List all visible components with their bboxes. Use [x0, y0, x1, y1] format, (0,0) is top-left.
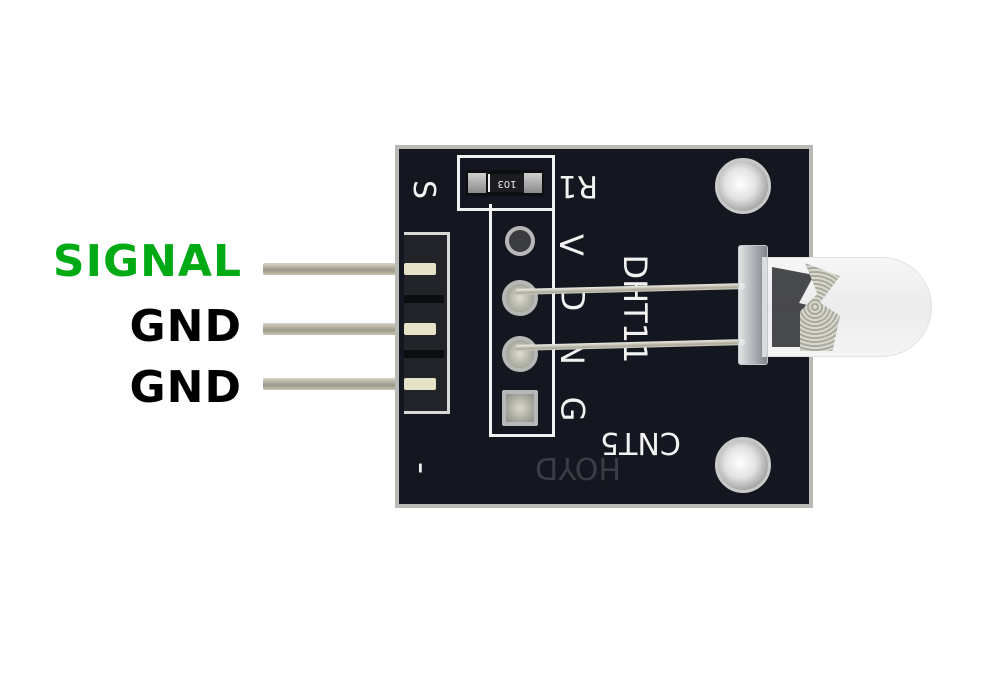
brand-emboss: HOYD	[535, 450, 621, 485]
resistor-terminal	[468, 173, 486, 193]
resistor-code: 103	[488, 174, 526, 192]
signal-pin-label: SIGNAL	[52, 236, 242, 287]
resistor-terminal	[524, 173, 542, 193]
silk-pin-v: V	[551, 234, 590, 256]
smd-resistor: 103	[466, 170, 544, 196]
gnd-pin-stub-2	[404, 378, 436, 390]
pad-d	[502, 280, 538, 316]
mounting-hole-top	[715, 158, 771, 214]
mounting-hole-bottom	[715, 437, 771, 493]
pad-v	[505, 226, 535, 256]
gnd-pin-label-2: GND	[129, 362, 242, 413]
header-divider	[404, 350, 444, 358]
gnd-pin-label-1: GND	[129, 301, 242, 352]
silk-resistor-ref: R1	[558, 168, 598, 203]
header-divider	[404, 295, 444, 303]
led-flange	[738, 245, 768, 365]
silk-pin-g: G	[553, 396, 592, 422]
sensor-pad-outline	[489, 204, 555, 437]
resistor-outline	[457, 155, 555, 211]
gnd-pin-stub-1	[404, 323, 436, 335]
signal-pin-stub	[404, 263, 436, 275]
infrared-led	[738, 245, 933, 365]
silk-minus-marker: -	[402, 461, 443, 475]
pad-n	[502, 336, 538, 372]
silk-part-label: DHT11	[616, 254, 654, 364]
pad-g	[502, 390, 538, 426]
silk-s-marker: S	[406, 179, 442, 200]
